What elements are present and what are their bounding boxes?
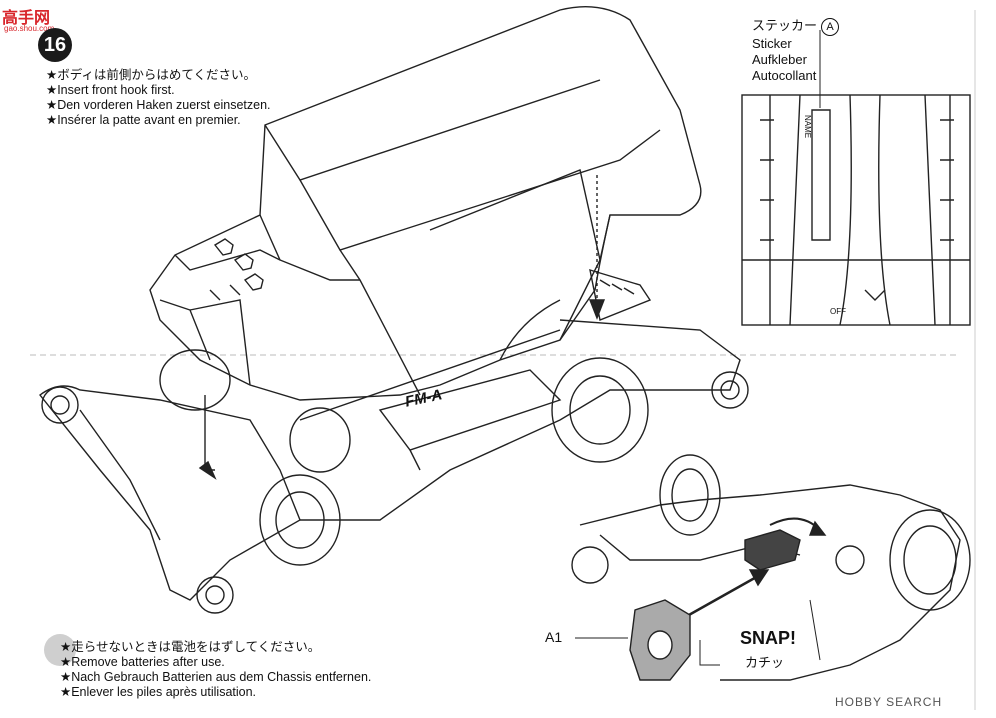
- sticker-label-de: Aufkleber: [752, 52, 807, 67]
- note-fr: ★Insérer la patte avant en premier.: [46, 113, 241, 127]
- note-de: ★Den vorderen Haken zuerst einsetzen.: [46, 98, 271, 112]
- sticker-label-fr: Autocollant: [752, 68, 817, 83]
- step-number-badge: 16: [38, 28, 72, 62]
- sticker-label-en: Sticker: [752, 36, 792, 51]
- front-hook-note: ★ボディは前側からはめてください。 ★Insert front hook fir…: [46, 68, 271, 128]
- battery-note-en: ★Remove batteries after use.: [60, 655, 225, 669]
- switch-off-label: OFF: [830, 307, 846, 316]
- note-en: ★Insert front hook first.: [46, 83, 175, 97]
- battery-note-jp: ★走らせないときは電池をはずしてください。: [60, 640, 321, 654]
- battery-note-de: ★Nach Gebrauch Batterien aus dem Chassis…: [60, 670, 372, 684]
- snap-label-jp: カチッ: [745, 655, 785, 670]
- note-jp: ★ボディは前側からはめてください。: [46, 68, 256, 82]
- sticker-letter-badge: A: [821, 18, 840, 36]
- battery-note: ★走らせないときは電池をはずしてください。 ★Remove batteries …: [60, 640, 371, 700]
- rear-chassis-detail: [571, 454, 971, 681]
- battery-note-fr: ★Enlever les piles après utilisation.: [60, 685, 257, 699]
- sticker-label-jp: ステッカー: [752, 18, 818, 33]
- part-callout-a1: A1: [545, 629, 563, 645]
- snap-label: SNAP!: [740, 628, 797, 648]
- site-logo: 高手网: [2, 10, 51, 27]
- sticker-name-label: NAME: [803, 115, 812, 139]
- watermark: HOBBY SEARCH: [835, 695, 943, 709]
- site-domain: gao.shou.com: [4, 24, 55, 33]
- car-body: [149, 5, 702, 401]
- sticker-detail-panel: [741, 30, 971, 326]
- chassis: [39, 268, 749, 614]
